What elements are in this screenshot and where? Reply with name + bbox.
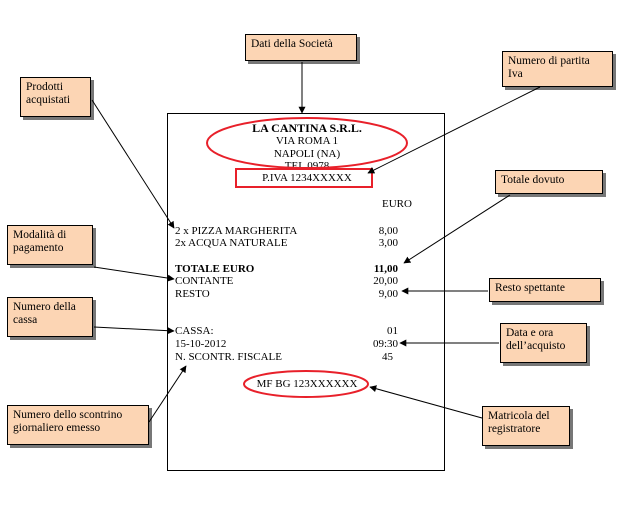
register-value: 01 bbox=[387, 325, 398, 337]
label-receipt-number: Numero dello scontrino giornaliero emess… bbox=[7, 405, 149, 445]
arrow-register bbox=[93, 326, 175, 335]
cash-value: 20,00 bbox=[373, 275, 398, 287]
label-serial: Matricola del registratore bbox=[482, 406, 570, 446]
company-name: LA CANTINA S.R.L. bbox=[252, 121, 362, 135]
change-label: RESTO bbox=[175, 288, 210, 300]
arrow-products bbox=[91, 99, 175, 229]
label-datetime: Data e ora dell’acquisto bbox=[500, 323, 587, 363]
receipt-date: 15-10-2012 bbox=[175, 338, 227, 350]
company-city: NAPOLI (NA) bbox=[273, 148, 341, 160]
fiscal-number-value: 45 bbox=[382, 351, 393, 363]
cash-label: CONTANTE bbox=[175, 275, 234, 287]
receipt-time: 09:30 bbox=[372, 338, 398, 350]
item-2-amount: 3,00 bbox=[378, 237, 398, 249]
currency-label: EURO bbox=[382, 198, 412, 210]
total-label: TOTALE EURO bbox=[175, 263, 255, 275]
label-products: Prodotti acquistati bbox=[20, 77, 91, 117]
label-payment: Modalità di pagamento bbox=[7, 225, 93, 265]
label-company: Dati della Società bbox=[245, 34, 357, 61]
item-1-amount: 8,00 bbox=[378, 225, 398, 237]
company-street: VIA ROMA 1 bbox=[275, 135, 339, 147]
arrow-payment bbox=[93, 266, 175, 282]
register-serial: MF BG 123XXXXXX bbox=[256, 378, 358, 390]
total-value: 11,00 bbox=[373, 263, 398, 275]
fiscal-number-label: N. SCONTR. FISCALE bbox=[175, 351, 282, 363]
label-total-due: Totale dovuto bbox=[495, 170, 603, 194]
register-label: CASSA: bbox=[175, 325, 214, 337]
label-vat-number: Numero di partita Iva bbox=[502, 51, 613, 87]
label-change: Resto spettante bbox=[489, 278, 601, 302]
change-value: 9,00 bbox=[378, 288, 398, 300]
receipt: LA CANTINA S.R.L. VIA ROMA 1 NAPOLI (NA)… bbox=[167, 113, 445, 471]
company-phone: TEL 0978 bbox=[284, 160, 330, 169]
item-2-desc: 2x ACQUA NATURALE bbox=[175, 237, 288, 249]
label-register: Numero della cassa bbox=[7, 297, 93, 337]
vat-number: P.IVA 1234XXXXX bbox=[262, 172, 352, 184]
item-1-desc: 2 x PIZZA MARGHERITA bbox=[175, 225, 298, 237]
